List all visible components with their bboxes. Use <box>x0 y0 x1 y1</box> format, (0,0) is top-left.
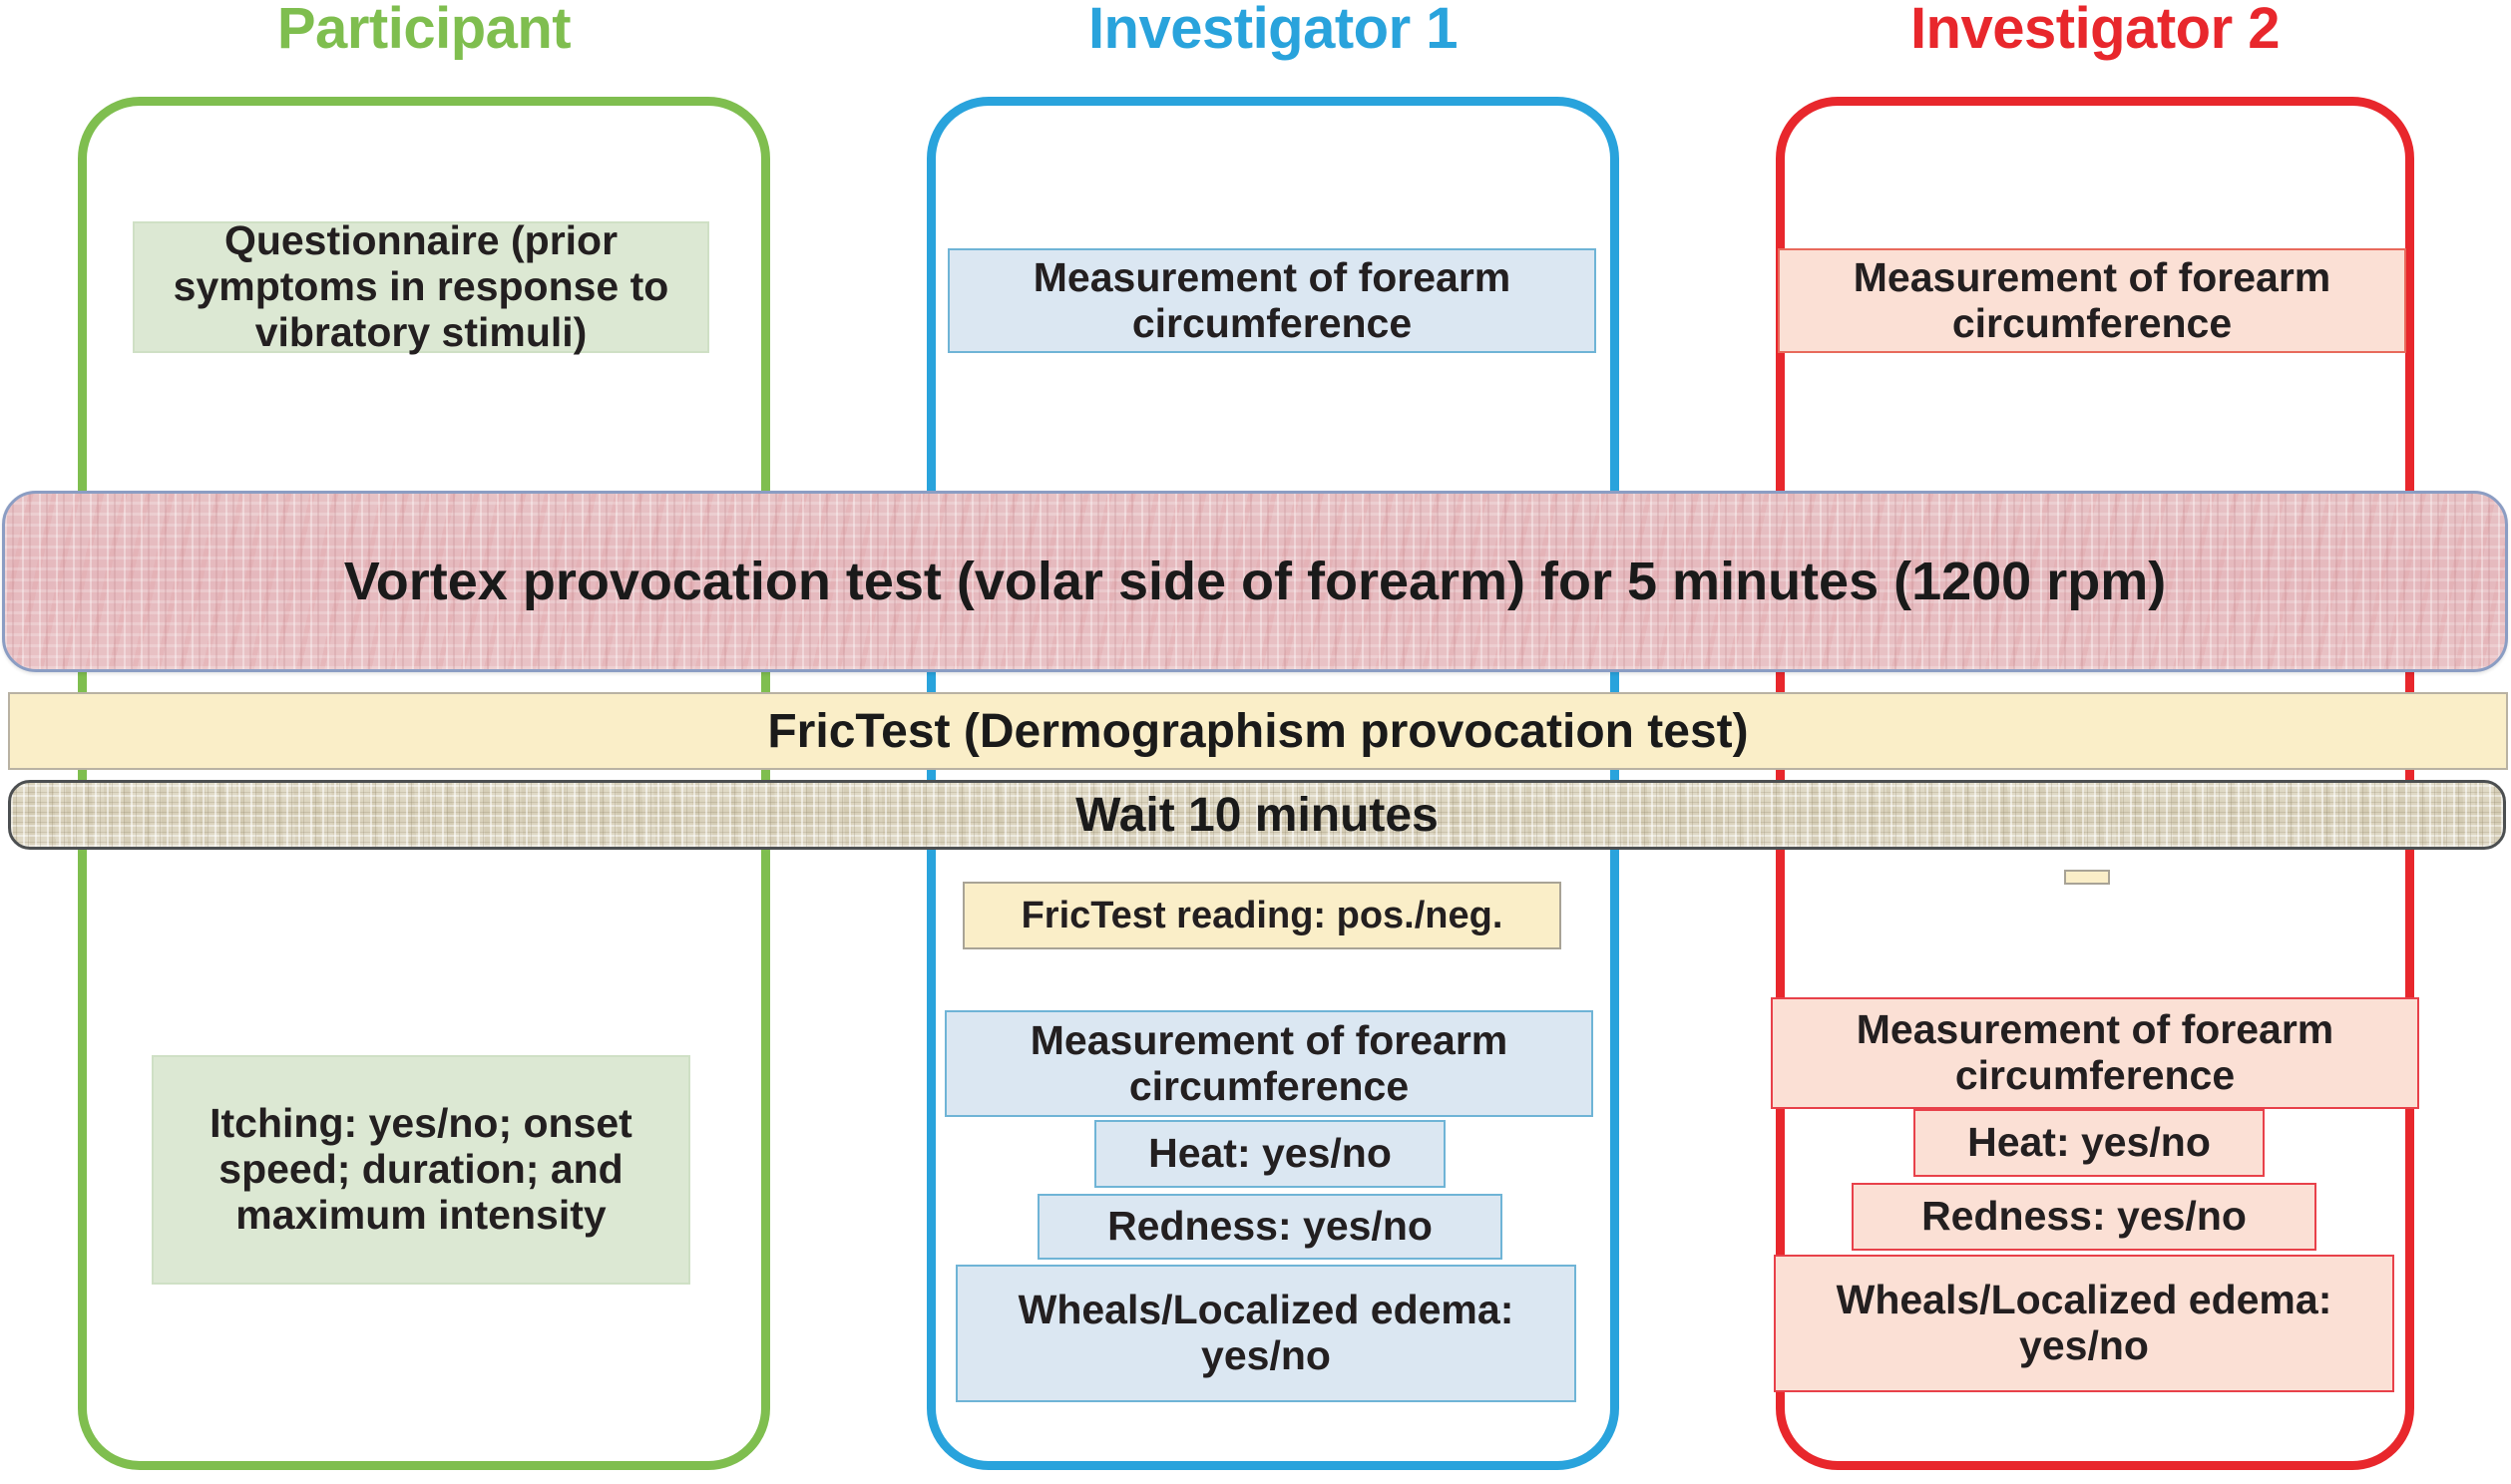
column-stub-participant-left-3 <box>78 758 87 798</box>
box-inv2-frictest-reading-blank <box>2064 870 2110 885</box>
box-inv1-frictest-reading: FricTest reading: pos./neg. <box>963 882 1561 949</box>
box-inv2-redness: Redness: yes/no <box>1852 1183 2316 1251</box>
box-inv1-redness: Redness: yes/no <box>1038 1194 1502 1260</box>
box-inv2-pre-circumference: Measurement of forearm circumference <box>1778 248 2406 353</box>
bar-wait-10-minutes: Wait 10 minutes <box>8 780 2506 850</box>
column-header-investigator2: Investigator 2 <box>1909 0 2281 61</box>
column-stub-inv1-left-3 <box>927 758 936 798</box>
box-participant-outcomes: Itching: yes/no; onset speed; duration; … <box>152 1055 690 1285</box>
box-inv2-heat: Heat: yes/no <box>1913 1109 2265 1177</box>
column-header-investigator1: Investigator 1 <box>1087 0 1459 61</box>
box-inv1-pre-circumference: Measurement of forearm circumference <box>948 248 1596 353</box>
column-stub-participant-left-2 <box>78 658 87 698</box>
column-stub-inv2-left-3 <box>1776 758 1785 798</box>
box-inv2-post-circumference: Measurement of forearm circumference <box>1771 997 2419 1109</box>
column-stub-inv1-right-3 <box>1610 758 1619 798</box>
box-questionnaire: Questionnaire (prior symptoms in respons… <box>133 217 709 355</box>
column-stub-inv2-right-2 <box>2405 658 2414 698</box>
box-inv2-wheals: Wheals/Localized edema: yes/no <box>1774 1255 2394 1392</box>
column-stub-inv1-right-2 <box>1610 658 1619 698</box>
bar-frictest: FricTest (Dermographism provocation test… <box>8 692 2508 770</box>
column-stub-inv2-right-3 <box>2405 758 2414 798</box>
column-stub-inv1-left-2 <box>927 658 936 698</box>
column-stub-inv2-left-2 <box>1776 658 1785 698</box>
box-inv1-post-circumference: Measurement of forearm circumference <box>945 1010 1593 1117</box>
bar-vortex-provocation-test: Vortex provocation test (volar side of f… <box>2 491 2508 672</box>
box-inv1-wheals: Wheals/Localized edema: yes/no <box>956 1265 1576 1402</box>
column-stub-participant-right-3 <box>761 758 770 798</box>
column-header-participant: Participant <box>276 0 572 61</box>
column-stub-participant-right-2 <box>761 658 770 698</box>
box-inv1-heat: Heat: yes/no <box>1094 1120 1446 1188</box>
